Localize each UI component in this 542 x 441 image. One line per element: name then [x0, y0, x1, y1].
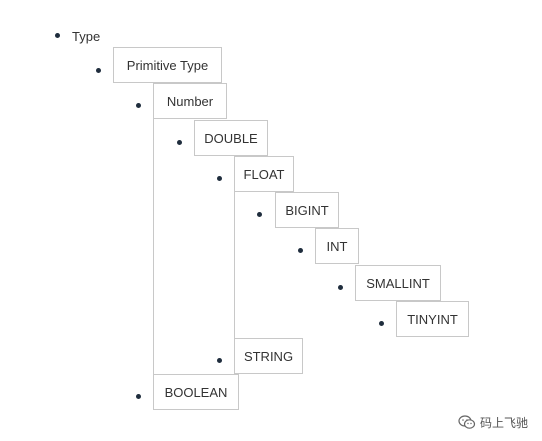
- bullet-number: [136, 103, 141, 108]
- bullet-bigint: [257, 212, 262, 217]
- node-bigint: BIGINT: [275, 192, 339, 228]
- connector-number-boolean: [153, 119, 154, 374]
- bullet-double: [177, 140, 182, 145]
- node-int: INT: [315, 228, 359, 264]
- bullet-primitive-type: [96, 68, 101, 73]
- connector-float-string: [234, 192, 235, 338]
- node-double: DOUBLE: [194, 120, 268, 156]
- bullet-float: [217, 176, 222, 181]
- wechat-icon: [458, 415, 476, 430]
- node-number: Number: [153, 83, 227, 119]
- bullet-type: [55, 33, 60, 38]
- node-primitive-type: Primitive Type: [113, 47, 222, 83]
- node-smallint: SMALLINT: [355, 265, 441, 301]
- node-tinyint: TINYINT: [396, 301, 469, 337]
- node-float: FLOAT: [234, 156, 294, 192]
- bullet-tinyint: [379, 321, 384, 326]
- bullet-string: [217, 358, 222, 363]
- bullet-boolean: [136, 394, 141, 399]
- bullet-smallint: [338, 285, 343, 290]
- watermark-text: 码上飞驰: [479, 416, 528, 430]
- node-boolean: BOOLEAN: [153, 374, 239, 410]
- watermark: 码上飞驰: [458, 414, 528, 431]
- bullet-int: [298, 248, 303, 253]
- node-string: STRING: [234, 338, 303, 374]
- tree-root-label: Type: [72, 29, 101, 44]
